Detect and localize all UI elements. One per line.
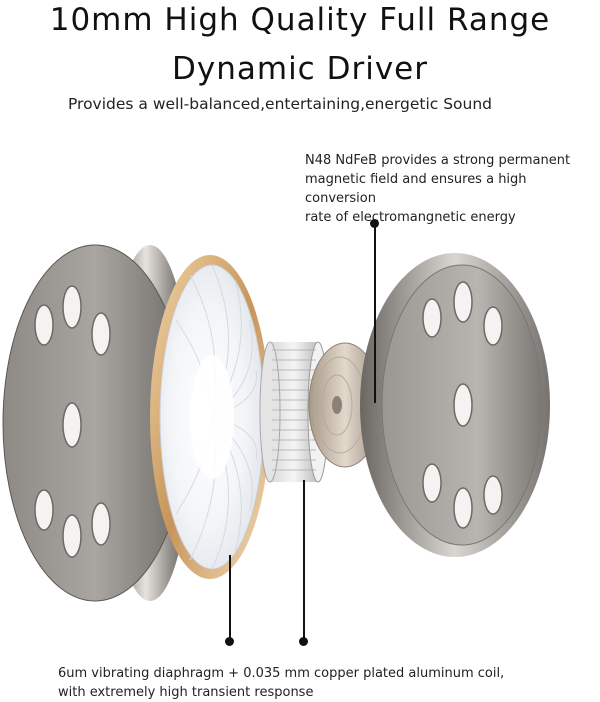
diaphragm-callout-line-2: with extremely high transient response <box>58 685 314 700</box>
subheadline: Provides a well-balanced,entertaining,en… <box>67 95 493 113</box>
magnet-callout-line-3: rate of electromangnetic energy <box>305 210 516 225</box>
headline-line-2: Dynamic Driver <box>172 51 428 87</box>
diaphragm-assembly <box>150 255 270 579</box>
headline-line-1: 10mm High Quality Full Range <box>49 2 551 38</box>
left-back-plate <box>2 244 192 602</box>
diaphragm-pointer-line <box>229 555 231 641</box>
right-front-cup <box>360 253 550 557</box>
diaphragm-pointer-dot <box>225 637 234 646</box>
magnet-callout-line-1: N48 NdFeB provides a strong permanent <box>305 153 571 168</box>
magnet-callout-line-2: magnetic field and ensures a high conver… <box>305 172 527 206</box>
diaphragm-callout-line-1: 6um vibrating diaphragm + 0.035 mm coppe… <box>58 666 505 681</box>
magnet-callout: N48 NdFeB provides a strong permanent ma… <box>305 151 595 227</box>
diaphragm-callout: 6um vibrating diaphragm + 0.035 mm coppe… <box>58 664 578 702</box>
coil-pointer-dot <box>299 637 308 646</box>
magnet-pointer-line <box>374 223 376 403</box>
coil-pointer-line <box>303 480 305 641</box>
